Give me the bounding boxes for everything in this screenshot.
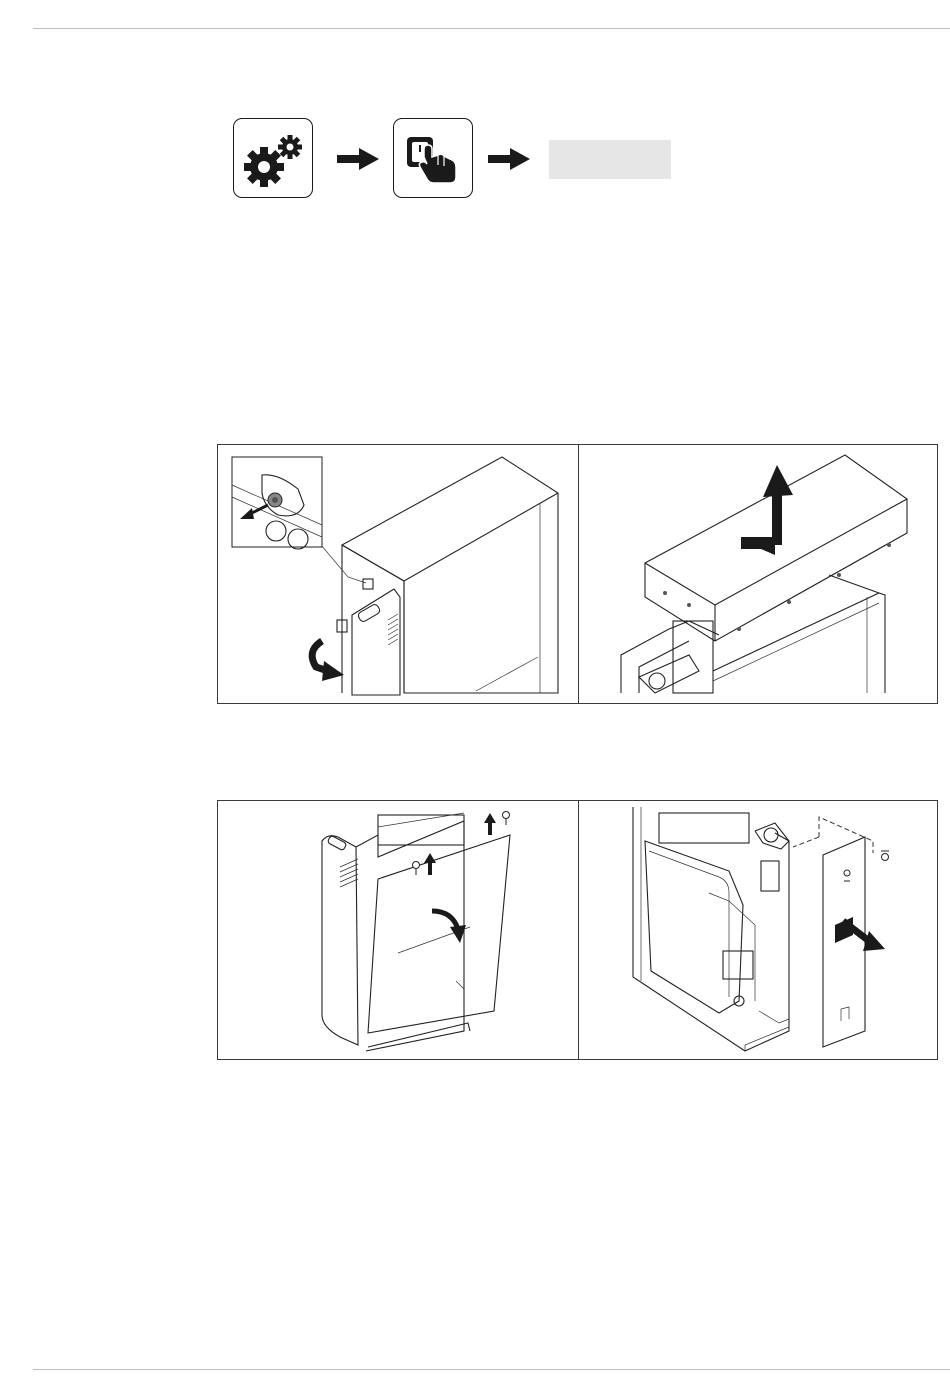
header-rule <box>33 28 950 29</box>
tilt-arrow-icon <box>432 911 466 943</box>
swing-open-arrow-icon <box>312 641 344 681</box>
right-arrow-icon <box>337 148 379 170</box>
figure-remove-side-panel <box>218 801 578 1059</box>
figure-panel-side-panels <box>217 800 938 1060</box>
screw-icon <box>484 812 510 836</box>
screw-icon <box>881 851 889 861</box>
footer-rule <box>33 1369 950 1370</box>
touch-screen-icon[interactable] <box>393 118 473 198</box>
pull-arrow-icon <box>835 917 885 951</box>
settings-gears-icon[interactable] <box>233 118 313 198</box>
screw-icon <box>844 870 850 881</box>
right-arrow-icon <box>488 148 530 170</box>
figure-remove-front-cover <box>218 445 578 703</box>
figure-panel-covers <box>217 444 938 704</box>
figure-pull-off-rear-panel <box>579 801 938 1059</box>
lift-up-arrow-icon <box>741 465 793 555</box>
menu-item-placeholder[interactable] <box>549 140 671 179</box>
figure-lift-top-cover <box>579 445 938 703</box>
